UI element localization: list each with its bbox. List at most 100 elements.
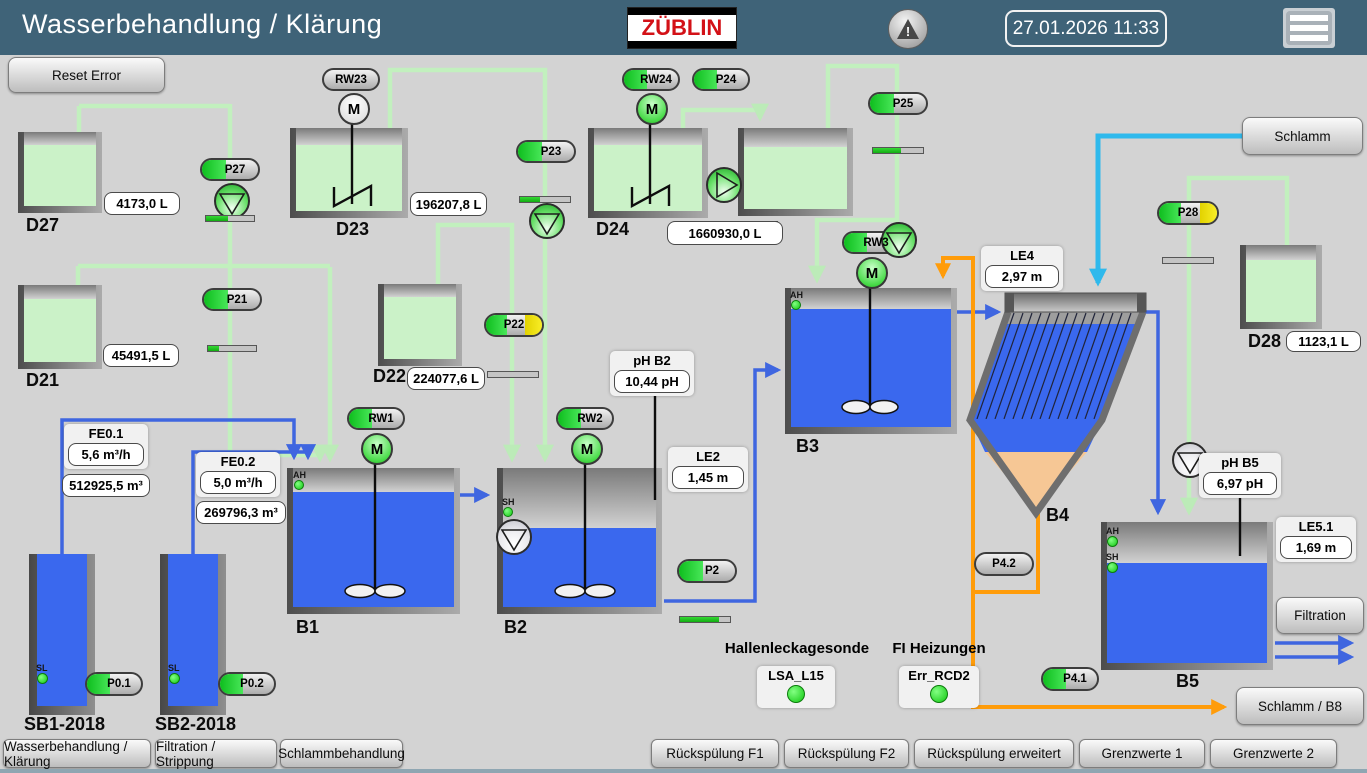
motor-RW2[interactable]: M — [571, 433, 603, 465]
pump-indicator-P0.2[interactable]: P0.2 — [218, 672, 276, 696]
pump-indicator-P27[interactable]: P27 — [200, 158, 260, 181]
nav-grenzwerte-1[interactable]: Grenzwerte 1 — [1079, 739, 1205, 768]
alarm-label-B5-AH: AH — [1106, 526, 1119, 536]
tank-label-B5: B5 — [1176, 671, 1200, 691]
pump-indicator-P28[interactable]: P28 — [1157, 201, 1219, 225]
total-FE0.1[interactable]: 512925,5 m³ — [62, 474, 150, 497]
pump-P22-icon[interactable] — [496, 519, 532, 555]
svg-text:!: ! — [906, 24, 910, 39]
pump-indicator-P23[interactable]: P23 — [516, 140, 576, 163]
tank-label-B3: B3 — [796, 436, 820, 456]
value-LE4[interactable]: 2,97 m — [985, 265, 1059, 288]
sensor-FE0.2: FE0.2 5,0 m³/h — [196, 452, 280, 497]
value-LE5.1[interactable]: 1,69 m — [1280, 536, 1352, 559]
volume-D22[interactable]: 224077,6 L — [407, 367, 485, 390]
tank-label-SB2-2018: SB2-2018 — [155, 714, 237, 734]
tank-D25 — [738, 128, 853, 216]
menu-bar-icon — [1290, 25, 1328, 31]
volume-D27[interactable]: 4173,0 L — [104, 192, 180, 215]
alarm-label-SB1-SL: SL — [36, 663, 48, 673]
motor-RW24[interactable]: M — [636, 93, 668, 125]
pump-P25-loadbar — [872, 147, 924, 154]
mixer-indicator-RW2[interactable]: RW2 — [556, 407, 614, 430]
bottom-strip — [0, 769, 1367, 773]
alarm-label-SB2-SL: SL — [168, 663, 180, 673]
leak-status-dot — [787, 685, 805, 703]
clarifier-b4 — [966, 292, 1147, 520]
motor-RW3[interactable]: M — [856, 257, 888, 289]
volume-D21[interactable]: 45491,5 L — [103, 344, 179, 367]
flow-FE0.2[interactable]: 5,0 m³/h — [200, 471, 276, 494]
tank-D24 — [588, 128, 708, 218]
reset-error-button[interactable]: Reset Error — [8, 57, 165, 93]
filtration-link-button[interactable]: Filtration — [1276, 597, 1364, 634]
motor-RW1[interactable]: M — [361, 433, 393, 465]
schlamm-link-button[interactable]: Schlamm — [1242, 117, 1363, 155]
pump-indicator-P22[interactable]: P22 — [484, 313, 544, 337]
volume-D24[interactable]: 1660930,0 L — [667, 221, 783, 245]
pump-P28-loadbar — [1162, 257, 1214, 264]
leak-monitor: LSA_L15 — [757, 666, 835, 708]
alarm-dot-B1 — [294, 480, 304, 490]
sensor-pH-B5: pH B5 6,97 pH — [1199, 453, 1281, 498]
alarm-dot-B5-SH — [1107, 562, 1118, 573]
pump-indicator-P21[interactable]: P21 — [202, 288, 262, 311]
pump-P22-loadbar — [487, 371, 539, 378]
tank-label-D24: D24 — [596, 219, 630, 239]
tank-D23 — [290, 128, 408, 218]
tank-label-B4: B4 — [1046, 505, 1070, 525]
nav-rueckspuelung-f2[interactable]: Rückspülung F2 — [784, 739, 909, 768]
alarm-dot-B3 — [791, 300, 801, 310]
pump-P24-icon[interactable] — [706, 167, 742, 203]
page-title: Wasserbehandlung / Klärung — [22, 9, 383, 39]
pump-indicator-P24[interactable]: P24 — [692, 68, 750, 91]
pump-indicator-P4.2[interactable]: P4.2 — [974, 552, 1034, 576]
alarm-warning-icon[interactable]: ! — [888, 9, 928, 49]
alarm-label-B5-SH: SH — [1106, 552, 1119, 562]
tank-label-B2: B2 — [504, 617, 528, 637]
nav-rueckspuelung-erweitert[interactable]: Rückspülung erweitert — [914, 739, 1074, 768]
tank-B5 — [1101, 522, 1273, 670]
mixer-indicator-RW23[interactable]: RW23 — [322, 68, 380, 91]
pump-indicator-P4.1[interactable]: P4.1 — [1041, 667, 1099, 691]
schlamm-b8-link-button[interactable]: Schlamm / B8 — [1236, 687, 1364, 725]
nav-schlammbehandlung[interactable]: Schlammbehandlung — [278, 739, 405, 768]
mixer-indicator-RW1[interactable]: RW1 — [347, 407, 405, 430]
motor-RW23[interactable]: M — [338, 93, 370, 125]
nav-wasserbehandlung[interactable]: Wasserbehandlung / Klärung — [3, 739, 151, 769]
pump-indicator-P2[interactable]: P2 — [677, 559, 737, 583]
leak-monitor-title: Hallenleckagesonde — [724, 640, 870, 657]
value-pH-B5[interactable]: 6,97 pH — [1203, 472, 1277, 495]
heating-monitor: Err_RCD2 — [899, 666, 979, 708]
tank-D27 — [18, 132, 102, 213]
tank-D28 — [1240, 245, 1322, 329]
nav-filtration-strippung[interactable]: Filtration / Strippung — [155, 739, 277, 769]
volume-D28[interactable]: 1123,1 L — [1286, 331, 1361, 352]
total-FE0.2[interactable]: 269796,3 m³ — [196, 501, 286, 524]
alarm-label-B3-AH: AH — [790, 290, 803, 300]
menu-bar-icon — [1290, 35, 1328, 41]
tank-label-D23: D23 — [336, 219, 370, 239]
datetime-display: 27.01.2026 11:33 — [1005, 10, 1167, 47]
mixer-indicator-RW24[interactable]: RW24 — [622, 68, 680, 91]
nav-grenzwerte-2[interactable]: Grenzwerte 2 — [1210, 739, 1337, 768]
pump-P25-icon[interactable] — [881, 222, 917, 258]
pump-indicator-P0.1[interactable]: P0.1 — [85, 672, 143, 696]
pump-P23-icon[interactable] — [529, 203, 565, 239]
pump-indicator-P25[interactable]: P25 — [868, 92, 928, 115]
pump-P27-icon[interactable] — [214, 183, 250, 219]
tank-label-D28: D28 — [1248, 331, 1282, 351]
nav-rueckspuelung-f1[interactable]: Rückspülung F1 — [651, 739, 779, 768]
flow-FE0.1[interactable]: 5,6 m³/h — [68, 443, 144, 466]
pump-P27-loadbar — [205, 215, 255, 222]
heating-status-dot — [930, 685, 948, 703]
value-pH-B2[interactable]: 10,44 pH — [614, 370, 690, 393]
volume-D23[interactable]: 196207,8 L — [410, 192, 487, 216]
sensor-LE2: LE2 1,45 m — [668, 447, 748, 492]
hamburger-menu-button[interactable] — [1283, 8, 1335, 48]
logo-text: ZÜBLIN — [641, 15, 723, 40]
sensor-LE5.1: LE5.1 1,69 m — [1276, 517, 1356, 562]
value-LE2[interactable]: 1,45 m — [672, 466, 744, 489]
